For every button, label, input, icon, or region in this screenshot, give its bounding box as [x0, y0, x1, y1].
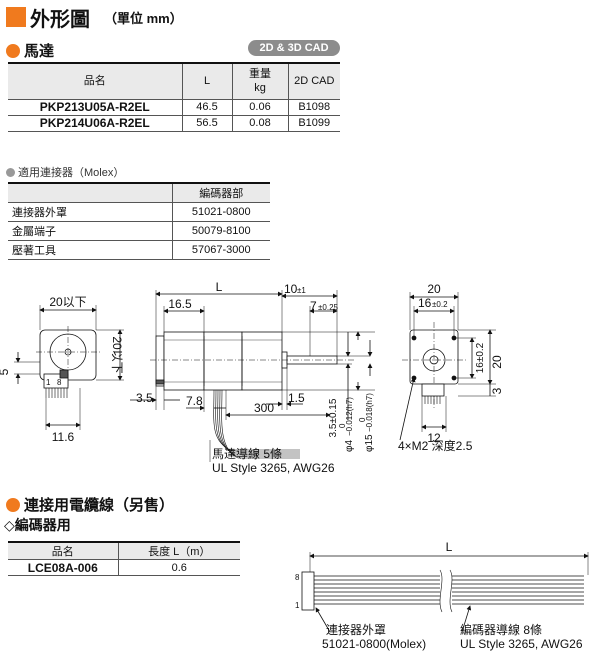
end-dim-12: 12: [427, 431, 441, 445]
cell: 56.5: [181, 115, 232, 132]
dim-16-5: 16.5: [168, 297, 192, 311]
lead-spec: UL Style 3265, AWG26: [212, 461, 335, 475]
cell: LCE08A-006: [8, 559, 118, 576]
dim-L: L: [216, 280, 223, 294]
cell: 51021-0800: [171, 202, 270, 222]
end-tol-16: ±0.2: [432, 300, 448, 309]
cell: 46.5: [181, 99, 232, 116]
dim-phi15: φ15: [364, 434, 375, 452]
dim-3-5: 3.5: [136, 391, 153, 405]
motor-section-title: 馬達: [6, 40, 54, 61]
pin-8-label: 8: [57, 378, 62, 387]
table-header-row: 編碼器部: [8, 183, 270, 203]
col-header: 品名: [8, 542, 118, 560]
cable-pin-8: 8: [295, 573, 300, 582]
hole-label: 4×M2 深度2.5: [398, 438, 473, 453]
table-header-row: 品名 長度 L（m）: [8, 542, 240, 560]
cable-lead-spec: UL Style 3265, AWG26: [460, 637, 583, 651]
table-row: LCE08A-006 0.6: [8, 559, 240, 576]
cell: 連接器外罩: [8, 202, 172, 222]
cell[interactable]: B1099: [287, 115, 340, 132]
cell: 0.06: [231, 99, 288, 116]
zero-phi4: 0: [338, 423, 347, 428]
dim-3-5-vertical: 3.5±0.15: [328, 398, 339, 437]
title-square-icon: [6, 7, 26, 27]
cable-housing-part: 51021-0800(Molex): [322, 637, 426, 651]
cell: 金屬端子: [8, 221, 172, 241]
gray-bullet-icon: [6, 167, 15, 177]
page-title: 外形圖 （單位 mm）: [6, 4, 183, 31]
cell: PKP213U05A-R2EL: [8, 99, 182, 116]
dim-10: 10: [284, 282, 298, 296]
end-view: [399, 292, 496, 441]
dim-300: 300: [254, 401, 274, 415]
dim-1-5: 1.5: [288, 391, 305, 405]
end-dim-3: 3: [490, 387, 504, 394]
cell: 50079-8100: [171, 221, 270, 241]
pin-1-label: 1: [46, 378, 51, 387]
title-unit: （單位 mm）: [104, 10, 183, 26]
cable-subtitle: ◇編碼器用: [4, 517, 71, 533]
side-view: [130, 290, 375, 462]
col-header: 長度 L（m）: [117, 542, 240, 560]
table-row: 壓著工具 57067-3000: [8, 240, 270, 260]
cell: PKP214U06A-R2EL: [8, 115, 182, 132]
col-header: L: [181, 63, 232, 100]
cable-drawing: [301, 552, 589, 633]
col-header: 編碼器部: [171, 183, 270, 203]
cable-dim-L: L: [446, 540, 453, 554]
connector-section-title: 適用連接器（Molex）: [6, 164, 124, 180]
cell: 0.6: [117, 559, 240, 576]
dim-11-6: 11.6: [52, 430, 75, 444]
col-header: 2D CAD: [287, 63, 340, 100]
table-header-row: 品名 L 重量 kg 2D CAD: [8, 63, 340, 100]
tol-7: ±0.25: [318, 303, 339, 312]
cable-lead-label: 編碼器導線 8條: [460, 622, 542, 637]
orange-bullet-icon: [6, 43, 20, 58]
motor-table: 品名 L 重量 kg 2D CAD PKP213U05A-R2EL 46.5 0…: [8, 62, 340, 132]
end-dim-16: 16: [418, 296, 432, 310]
dim-front-height: 20以下: [110, 336, 124, 373]
tol-phi4: −0.012(h7): [345, 397, 354, 436]
zero-phi15: 0: [358, 417, 367, 422]
orange-bullet-icon: [6, 497, 20, 512]
col-header: 品名: [8, 63, 182, 100]
cad-badge[interactable]: 2D & 3D CAD: [248, 40, 340, 56]
cell: 0.08: [231, 115, 288, 132]
cable-pin-1: 1: [295, 601, 300, 610]
cable-title-text: 連接用電纜線（另售）: [24, 497, 175, 514]
connector-table: 編碼器部 連接器外罩 51021-0800 金屬端子 50079-8100 壓著…: [8, 182, 270, 260]
table-row: 連接器外罩 51021-0800: [8, 202, 270, 222]
col-header: [8, 183, 172, 203]
dim-7: 7: [310, 299, 317, 313]
lead-label: 馬達導線 5條: [212, 446, 282, 461]
table-row: PKP214U06A-R2EL 56.5 0.08 B1099: [8, 115, 340, 132]
cell[interactable]: B1098: [287, 99, 340, 116]
front-view: [14, 305, 124, 430]
tol-10: ±1: [297, 286, 306, 295]
dim-7-8: 7.8: [186, 394, 203, 408]
table-row: PKP213U05A-R2EL 46.5 0.06 B1098: [8, 99, 340, 116]
dim-phi4: φ4: [344, 440, 355, 452]
dim-5: 5: [0, 368, 11, 375]
table-row: 金屬端子 50079-8100: [8, 221, 270, 241]
col-header: 重量 kg: [231, 63, 288, 100]
cell: 壓著工具: [8, 240, 172, 260]
end-dim-20: 20: [427, 282, 441, 296]
dim-front-width: 20以下: [49, 295, 86, 309]
connector-title-text: 適用連接器（Molex）: [18, 167, 125, 179]
tol-phi15: −0.018(h7): [365, 393, 374, 432]
cell: 57067-3000: [171, 240, 270, 260]
title-text: 外形圖: [30, 8, 90, 31]
end-dim-20-vertical: 20: [490, 355, 504, 369]
cable-housing-label: 連接器外罩: [326, 622, 386, 637]
cable-table: 品名 長度 L（m） LCE08A-006 0.6: [8, 541, 240, 576]
end-dim-16-vertical: 16±0.2: [475, 342, 486, 373]
motor-title-text: 馬達: [24, 43, 55, 60]
cable-section-title: 連接用電纜線（另售）: [6, 494, 174, 515]
